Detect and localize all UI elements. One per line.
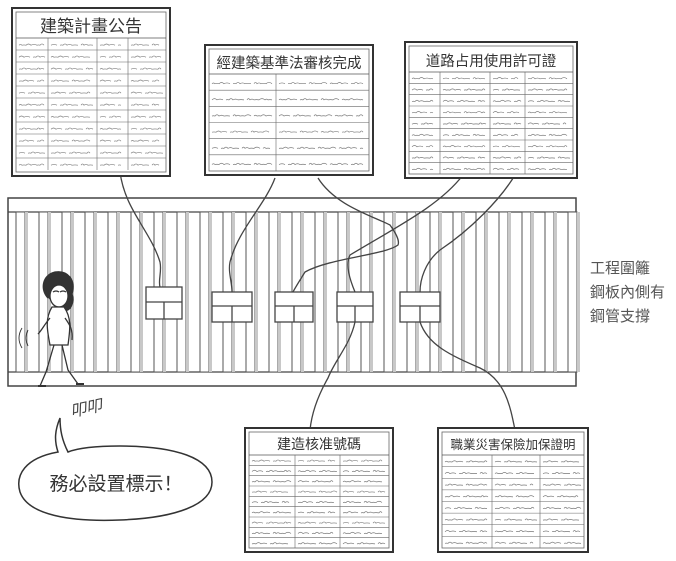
walking-person-figure (18, 271, 84, 387)
fence-description-label: 工程圍籬 鋼板內側有 鋼管支撐 (590, 259, 665, 325)
fence-post (130, 211, 143, 373)
junction-boxes (145, 286, 441, 323)
fence-post (84, 211, 97, 373)
junction-box-1 (145, 286, 183, 320)
fence-post (475, 211, 488, 373)
sign-building-plan-notice: 建築計畫公告 (11, 7, 171, 177)
fence-post (383, 211, 396, 373)
fence-post (199, 211, 212, 373)
sign-building-code-review: 經建築基準法審核完成 (204, 44, 374, 176)
side-label-line-1: 工程圍籬 (590, 259, 650, 277)
sign-title: 經建築基準法審核完成 (217, 54, 362, 72)
speech-bubble: 務必設置標示！ (18, 417, 213, 522)
fence-post (107, 211, 120, 373)
sign-title: 職業災害保險加保證明 (450, 437, 575, 452)
sign-title: 建築計畫公告 (40, 17, 142, 37)
fence-post (544, 211, 557, 373)
junction-box-2 (211, 291, 253, 323)
sign-construction-permit-number: 建造核准號碼 (244, 427, 394, 553)
fence-post (498, 211, 511, 373)
fence-post (567, 211, 580, 373)
sign-title: 道路占用使用許可證 (426, 53, 557, 70)
sign-road-occupancy-permit: 道路占用使用許可證 (404, 41, 578, 179)
junction-box-3 (274, 291, 314, 323)
fence-post (452, 211, 465, 373)
junction-box-5 (399, 291, 441, 323)
junction-box-4 (336, 291, 374, 323)
side-label-line-3: 鋼管支撐 (590, 307, 650, 325)
sign-occupational-insurance-proof: 職業災害保險加保證明 (437, 427, 589, 553)
bubble-text: 務必設置標示！ (49, 473, 182, 495)
fence-post (521, 211, 534, 373)
connector-wires (119, 171, 516, 431)
sign-title: 建造核准號碼 (277, 437, 361, 453)
fence-post (314, 211, 327, 373)
knock-sound-effect: 叩叩 (68, 395, 105, 421)
side-label-line-2: 鋼板內側有 (590, 283, 665, 301)
fence-post (15, 211, 28, 373)
